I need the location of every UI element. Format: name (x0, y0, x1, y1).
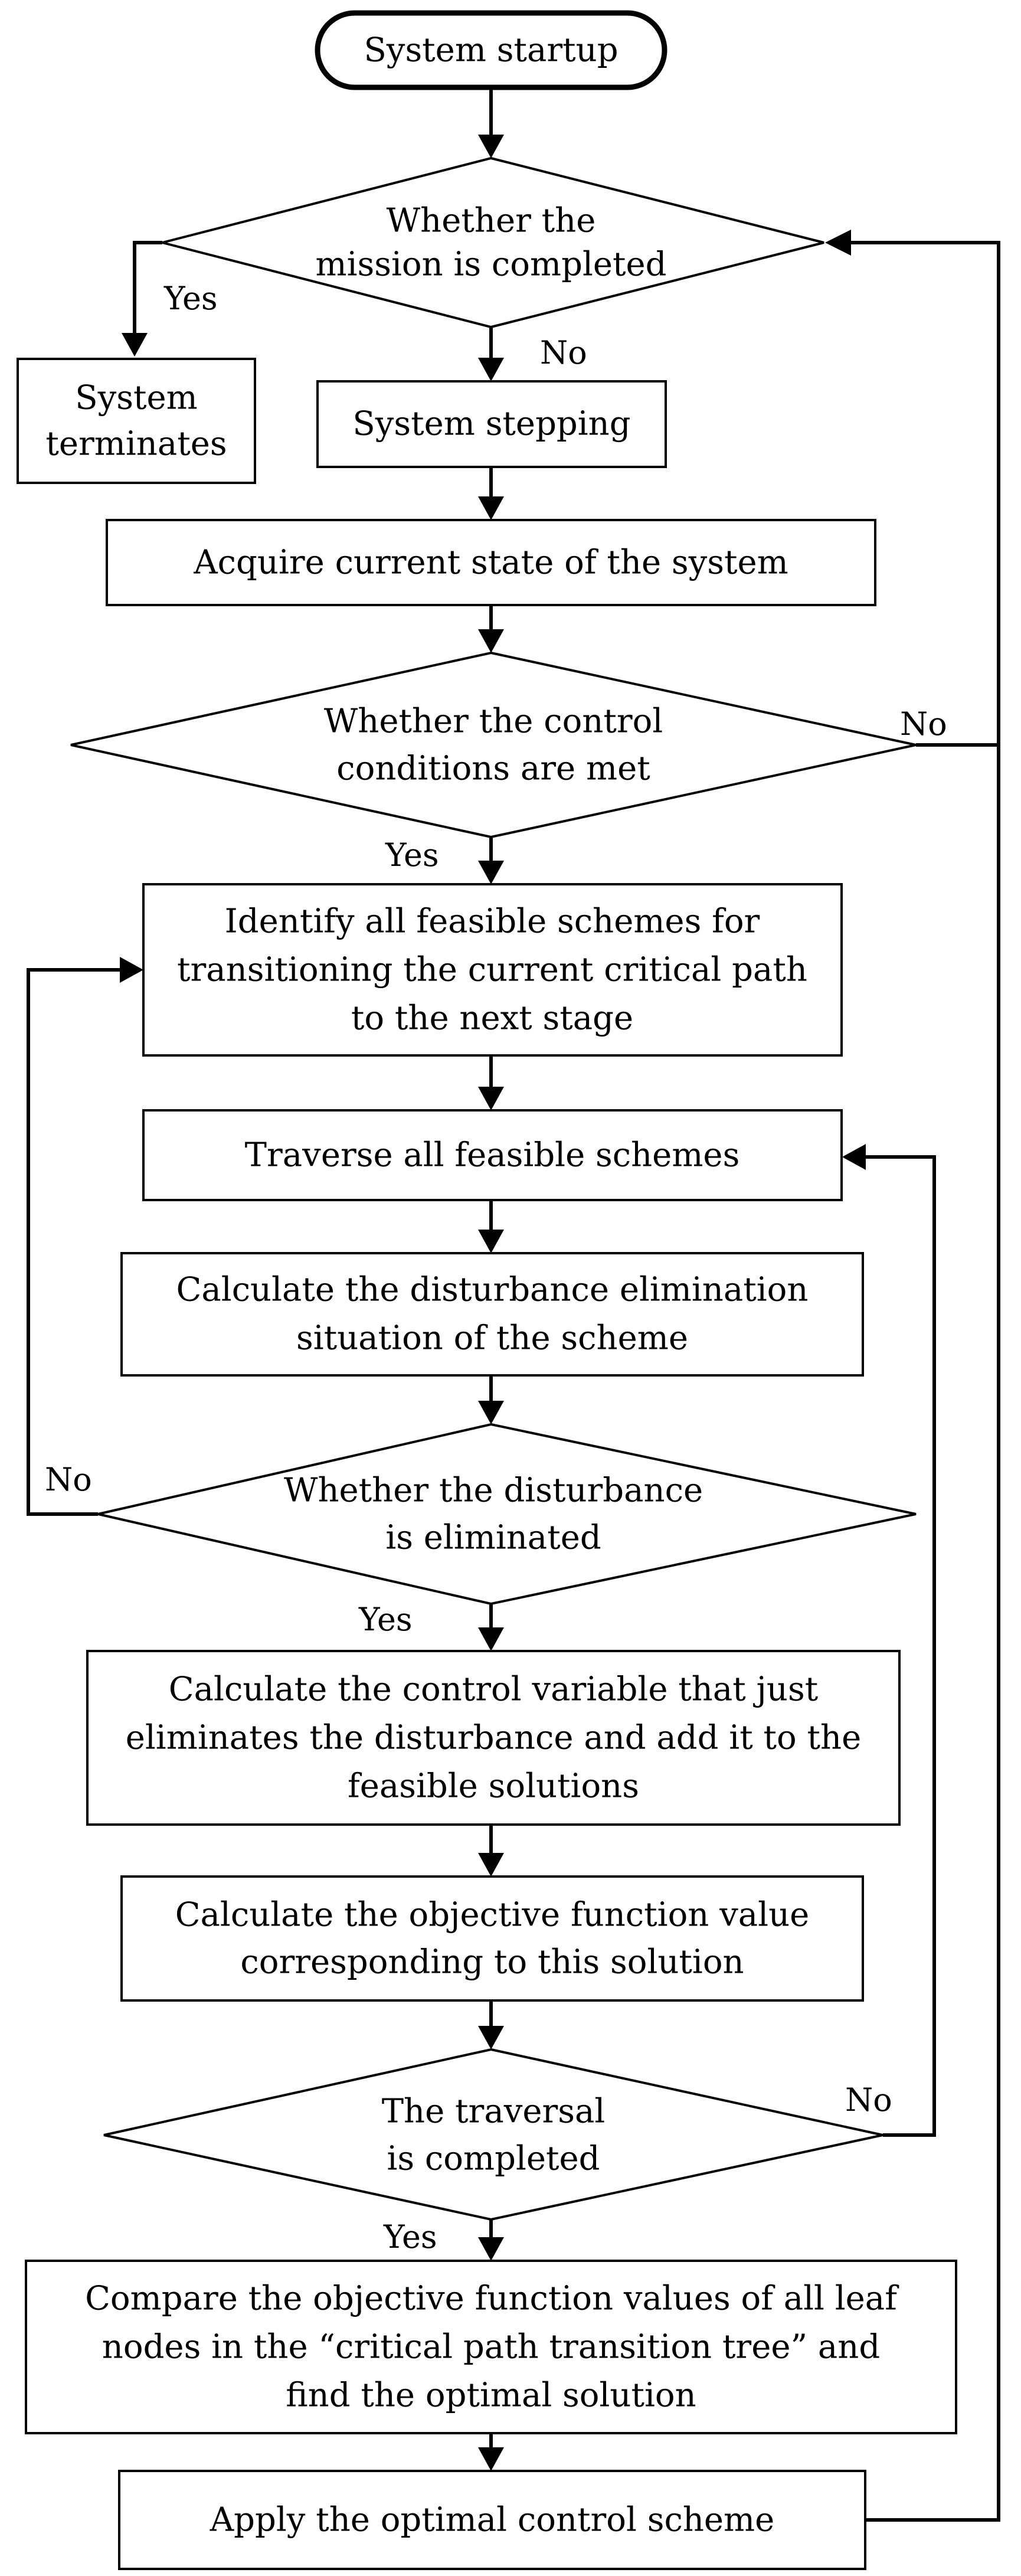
arrowhead (478, 358, 504, 381)
label-control-yes: Yes (385, 836, 439, 874)
stepping-box (316, 380, 667, 468)
arrowhead (478, 2237, 504, 2261)
arrowhead (478, 861, 504, 884)
connectors (27, 87, 1000, 2522)
calc-ctrl-box (86, 1650, 901, 1826)
node-label-compare-line-2: nodes in the “critical path transition t… (102, 2328, 880, 2366)
calc-obj-box (120, 1875, 864, 2002)
node-label-identify-line-1: Identify all feasible schemes for (225, 903, 760, 941)
label-mission-no: No (540, 334, 587, 371)
edge-labels: Yes No No Yes No Yes No Yes (45, 280, 947, 2255)
node-label-start-line-1: System startup (364, 31, 618, 70)
arrowhead (478, 1627, 504, 1651)
arrowhead (478, 1087, 504, 1110)
apply-box (118, 2470, 866, 2570)
arrowhead (825, 230, 851, 256)
node-label-d-trav-line-2: is completed (387, 2140, 600, 2178)
node-label-d-mission-line-1: Whether the (387, 202, 596, 240)
dist-decision (97, 1423, 917, 1606)
node-label-d-dist-line-2: is eliminated (385, 1519, 601, 1557)
arrowhead (478, 2447, 504, 2471)
edge-trav-no-loop (859, 1155, 936, 2137)
start-terminal (315, 10, 667, 90)
arrowhead (478, 1230, 504, 1253)
arrowhead (842, 1144, 866, 1170)
arrowhead (478, 629, 504, 653)
node-label-terminate-line-1: System (75, 379, 197, 417)
mission-decision (162, 156, 824, 329)
node-label-calc-obj-line-1: Calculate the objective function value (175, 1896, 810, 1934)
arrowhead (120, 957, 143, 983)
node-label-calc-dist-line-2: situation of the scheme (296, 1319, 688, 1358)
edge-control-no-loop (844, 241, 1000, 747)
label-trav-yes: Yes (383, 2218, 437, 2255)
edge-mission-yes (133, 241, 162, 340)
label-dist-no: No (45, 1461, 92, 1498)
node-label-compare-line-3: find the optimal solution (286, 2376, 696, 2415)
node-label-calc-ctrl-line-3: feasible solutions (348, 1767, 639, 1806)
node-label-calc-obj-line-2: corresponding to this solution (240, 1943, 744, 1982)
node-label-compare-line-1: Compare the objective function values of… (85, 2280, 899, 2318)
node-label-d-trav-line-1: The traversal (382, 2093, 606, 2131)
edge-apply-loop (865, 745, 1000, 2522)
compare-box (25, 2260, 957, 2434)
node-label-apply-line-1: Apply the optimal control scheme (210, 2501, 775, 2539)
node-label-identify-line-2: transitioning the current critical path (177, 951, 807, 989)
edge-dist-no-loop (27, 968, 127, 1516)
node-label-d-dist-line-1: Whether the disturbance (284, 1472, 703, 1510)
node-label-calc-ctrl-line-1: Calculate the control variable that just (169, 1671, 819, 1709)
node-label-calc-dist-line-1: Calculate the disturbance elimination (176, 1271, 809, 1309)
trav-decision (103, 2048, 883, 2221)
node-label-d-control-line-2: conditions are met (336, 750, 650, 788)
acquire-box (106, 519, 876, 606)
node-label-d-control-line-1: Whether the control (324, 702, 663, 741)
node-label-acquire-line-1: Acquire current state of the system (193, 544, 788, 582)
terminate-box (17, 358, 256, 484)
control-decision (70, 651, 917, 839)
traverse-box (142, 1109, 843, 1201)
label-mission-yes: Yes (163, 280, 218, 317)
identify-box (142, 883, 843, 1057)
arrowhead (478, 2026, 504, 2049)
arrowhead (122, 333, 148, 357)
arrowhead (478, 135, 504, 158)
node-label-calc-ctrl-line-2: eliminates the disturbance and add it to… (126, 1719, 862, 1757)
node-label-traverse-line-1: Traverse all feasible schemes (245, 1136, 740, 1175)
arrowhead (478, 496, 504, 520)
label-trav-no: No (845, 2081, 892, 2119)
label-control-no: No (900, 705, 947, 743)
calc-dist-box (120, 1252, 864, 1377)
node-label-identify-line-3: to the next stage (351, 999, 633, 1038)
arrowhead (478, 1853, 504, 1877)
node-label-terminate-line-2: terminates (45, 425, 227, 463)
node-label-stepping-line-1: System stepping (352, 405, 630, 443)
arrowhead (478, 1401, 504, 1424)
node-label-d-mission-line-2: mission is completed (316, 246, 667, 284)
label-dist-yes: Yes (358, 1601, 413, 1638)
shapes (17, 10, 957, 2570)
